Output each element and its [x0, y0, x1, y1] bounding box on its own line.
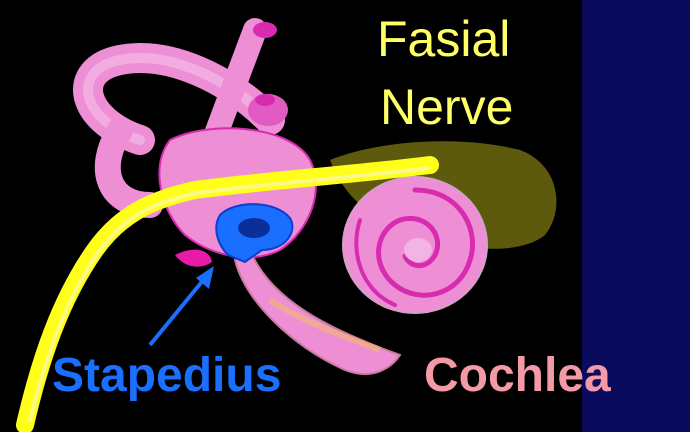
stapedius-shape	[216, 204, 292, 262]
title-line-2: Nerve	[380, 82, 513, 132]
title-line-1: Fasial	[377, 14, 510, 64]
cochlea-spiral	[343, 177, 487, 313]
pointer-arrow	[150, 266, 214, 345]
stapedius-label: Stapedius	[52, 352, 281, 400]
magenta-fragment	[175, 250, 212, 267]
cochlea-label: Cochlea	[424, 352, 611, 400]
